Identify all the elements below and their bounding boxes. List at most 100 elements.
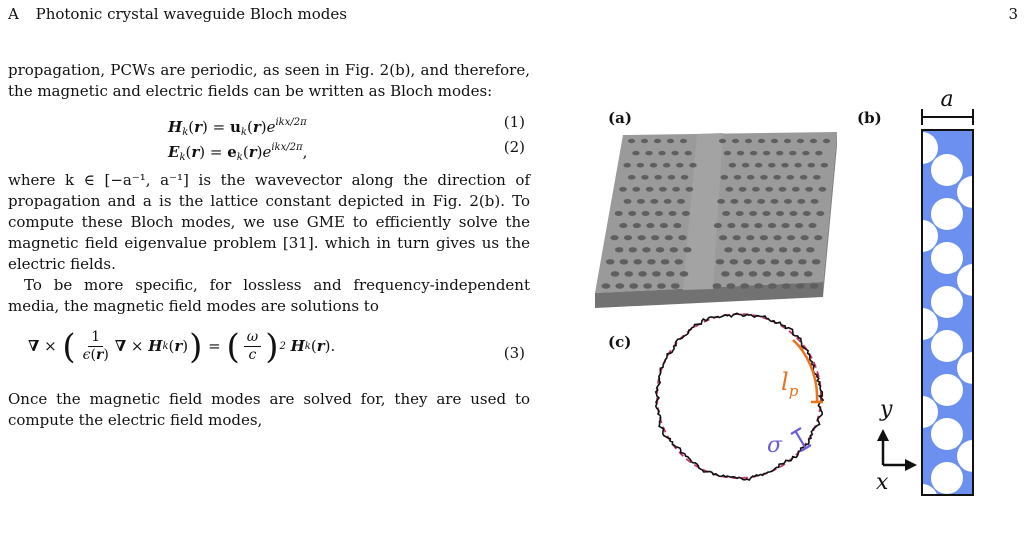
slab-hole: [754, 162, 763, 168]
slab-hole: [792, 247, 801, 253]
slab-hole: [663, 198, 672, 204]
slab-hole: [781, 283, 791, 289]
slab-hole: [741, 162, 750, 168]
slab-hole: [657, 283, 666, 289]
slab-hole: [674, 259, 684, 265]
slab-hole: [641, 174, 649, 180]
slab-hole: [795, 283, 805, 289]
slab-hole: [642, 247, 651, 253]
slab-hole: [808, 223, 817, 229]
slab-hole: [680, 174, 689, 180]
slab-hole: [662, 162, 671, 168]
slab-hole: [684, 150, 692, 156]
slab-hole: [678, 235, 687, 241]
slab-hole: [776, 271, 785, 277]
slab-hole: [746, 235, 755, 241]
text-column: propagation, PCWs are periodic, as seen …: [8, 60, 530, 431]
slab-hole: [799, 174, 808, 180]
slab-hole: [789, 211, 798, 216]
waveguide-hole: [922, 396, 938, 428]
slab-hole: [689, 162, 697, 168]
slab-hole: [713, 223, 722, 229]
slab-hole: [721, 271, 730, 277]
sigma-label: σ: [767, 433, 783, 458]
waveguide-hole: [957, 264, 973, 296]
slab-hole: [653, 138, 662, 144]
x-axis-label: x: [876, 470, 889, 495]
slab-hole: [806, 247, 815, 253]
slab-hole: [673, 223, 682, 229]
slab-hole: [738, 186, 747, 192]
panel-label-b: (b): [857, 109, 882, 127]
slab-hole: [623, 162, 631, 168]
slab-hole: [632, 186, 641, 192]
slab-hole: [759, 235, 769, 241]
slab-hole: [669, 247, 678, 253]
waveguide-hole: [931, 330, 963, 362]
slab-hole: [767, 223, 777, 229]
y-axis-label: y: [879, 397, 893, 422]
slab-hole: [628, 247, 637, 253]
slab-3d-render: [595, 132, 837, 308]
slab-hole: [818, 186, 827, 192]
slab-hole: [743, 259, 752, 265]
slab-hole: [651, 235, 660, 241]
slab-hole: [649, 162, 658, 168]
slab-hole: [783, 198, 792, 204]
slab-hole: [784, 259, 793, 265]
slab-hole: [794, 162, 802, 168]
slab-hole: [762, 211, 771, 216]
paragraph-4: Once the magnetic field modes are solved…: [8, 390, 530, 429]
slab-hole: [615, 283, 625, 289]
slab-hole: [655, 247, 665, 253]
slab-hole: [811, 259, 821, 265]
slab-hole: [668, 211, 677, 216]
slab-hole: [624, 271, 634, 277]
waveguide-hole: [931, 198, 963, 230]
slab-hole: [732, 235, 741, 241]
slab-hole: [802, 150, 810, 156]
slab-hole: [781, 162, 789, 168]
slab-hole: [770, 259, 780, 265]
slab-hole: [768, 162, 776, 168]
slab-hole: [746, 174, 755, 180]
slab-hole: [752, 186, 760, 192]
slab-hole: [640, 138, 649, 144]
slab-hole: [685, 186, 694, 192]
slab-hole: [810, 198, 819, 204]
slab-hole: [718, 235, 728, 241]
slab-hole: [743, 198, 752, 204]
waveguide-border: [921, 129, 974, 496]
equation-2: Ek(r) = ek(r)eikx/2π, (2): [8, 135, 530, 163]
slab-hole: [641, 211, 650, 216]
slab-hole: [773, 235, 782, 241]
slab-hole: [813, 174, 821, 180]
paragraph-3: To be more specific, for lossless and fr…: [8, 276, 530, 315]
section-title: Photonic crystal waveguide Bloch modes: [35, 5, 347, 23]
slab-hole: [798, 259, 807, 265]
slab-hole: [725, 186, 734, 192]
section-letter: A: [8, 5, 19, 23]
slab-hole: [660, 259, 670, 265]
slab-waveguide-line: [683, 133, 723, 290]
slab-hole: [770, 138, 779, 144]
equation-1-body: Hk(r) = uk(r)eikx/2π: [168, 117, 307, 138]
slab-hole: [623, 198, 632, 204]
equation-1-number: (1): [503, 113, 525, 131]
slab-hole: [807, 162, 816, 168]
slab-hole: [776, 211, 784, 216]
slab-hole: [816, 211, 825, 216]
waveguide-hole: [931, 242, 963, 274]
slab-hole: [667, 174, 676, 180]
slab-hole: [797, 198, 806, 204]
paragraph-1: propagation, PCWs are periodic, as seen …: [8, 61, 530, 100]
slab-hole: [659, 186, 667, 192]
slab-hole: [717, 198, 726, 204]
waveguide-hole: [931, 418, 963, 450]
slab-hole: [776, 150, 784, 156]
paragraph-2: where k ∈ [−a⁻¹, a⁻¹] is the wavevector …: [8, 171, 530, 273]
slab-hole: [638, 271, 647, 277]
slab-hole: [627, 174, 636, 180]
